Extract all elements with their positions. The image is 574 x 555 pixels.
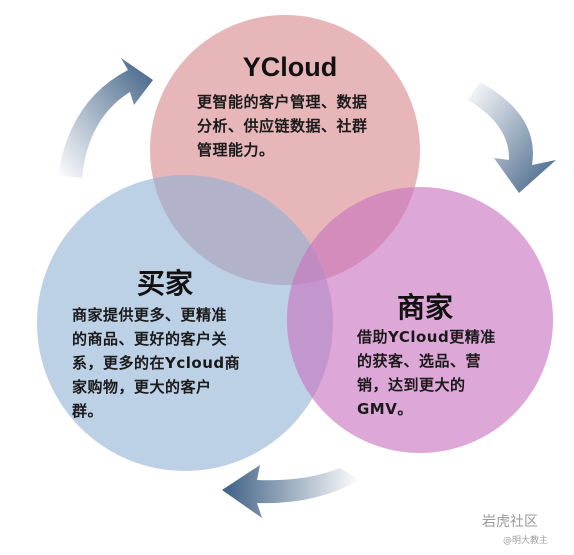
watermark-user: @明大教主	[503, 536, 549, 546]
buyer-description-line: 群。	[72, 402, 104, 420]
buyer-description-line: 家购物，更大的客户	[72, 378, 212, 396]
seller-description-line: 借助YCloud更精准	[357, 328, 496, 346]
seller-description-line: 的获客、选品、营	[357, 352, 482, 370]
arrow-top-right-icon	[468, 82, 556, 193]
buyer-description-line: 的商品、更好的客户关	[72, 330, 228, 348]
buyer-description: 商家提供更多、更精准 的商品、更好的客户关 系，更多的在Ycloud商 家购物，…	[72, 303, 287, 423]
ycloud-description-line: 分析、供应链数据、社群	[197, 117, 368, 135]
ycloud-title: YCloud	[242, 52, 338, 82]
buyer-description-line: 商家提供更多、更精准	[72, 306, 228, 324]
arrow-bottom-icon	[222, 465, 360, 518]
seller-circle	[287, 187, 553, 453]
seller-description: 借助YCloud更精准 的获客、选品、营 销，达到更大的 GMV。	[357, 325, 527, 421]
ycloud-description-line: 更智能的客户管理、数据	[197, 93, 368, 111]
buyer-title: 买家	[136, 267, 193, 300]
seller-description-line: GMV。	[357, 400, 413, 418]
arrow-top-left-icon	[58, 58, 153, 178]
ycloud-description-line: 管理能力。	[197, 141, 275, 159]
buyer-description-line: 系，更多的在Ycloud商	[72, 354, 241, 372]
seller-title: 商家	[396, 291, 453, 324]
watermark-brand: 岩虎社区	[482, 514, 538, 530]
seller-description-line: 销，达到更大的	[357, 376, 466, 394]
buyer-circle	[37, 175, 333, 471]
ycloud-description: 更智能的客户管理、数据 分析、供应链数据、社群 管理能力。	[197, 90, 417, 162]
